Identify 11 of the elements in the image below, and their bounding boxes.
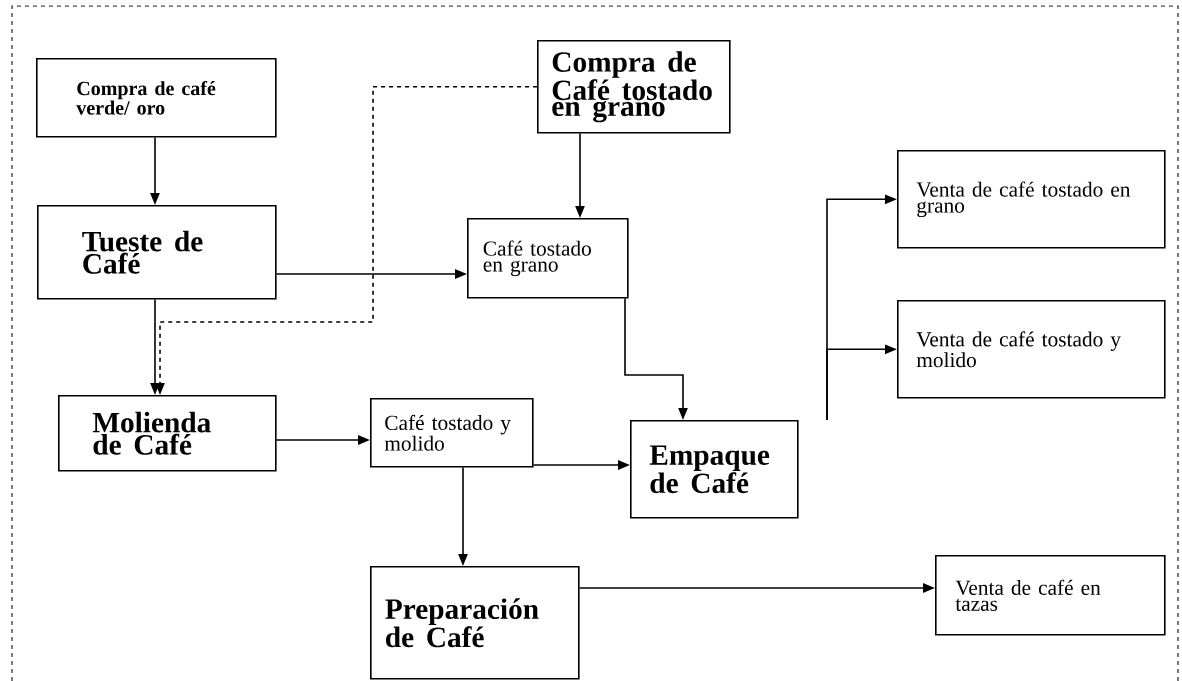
process-box: Compra de café verde/ oro [36,58,277,138]
process-box: Compra de Café tostado en grano [537,40,731,134]
process-box: Molienda de Café [58,395,277,472]
process-box: Café tostado en grano [467,218,629,299]
process-box: Preparación de Café [370,566,580,680]
process-box: Empaque de Café [630,420,799,519]
process-box: Venta de café tostado en grano [897,150,1166,249]
process-box: Venta de café tostado y molido [897,300,1166,399]
process-box: Venta de café en tazas [935,555,1166,636]
process-box: Café tostado y molido [370,398,534,468]
process-box: Tueste de Café [37,205,277,300]
